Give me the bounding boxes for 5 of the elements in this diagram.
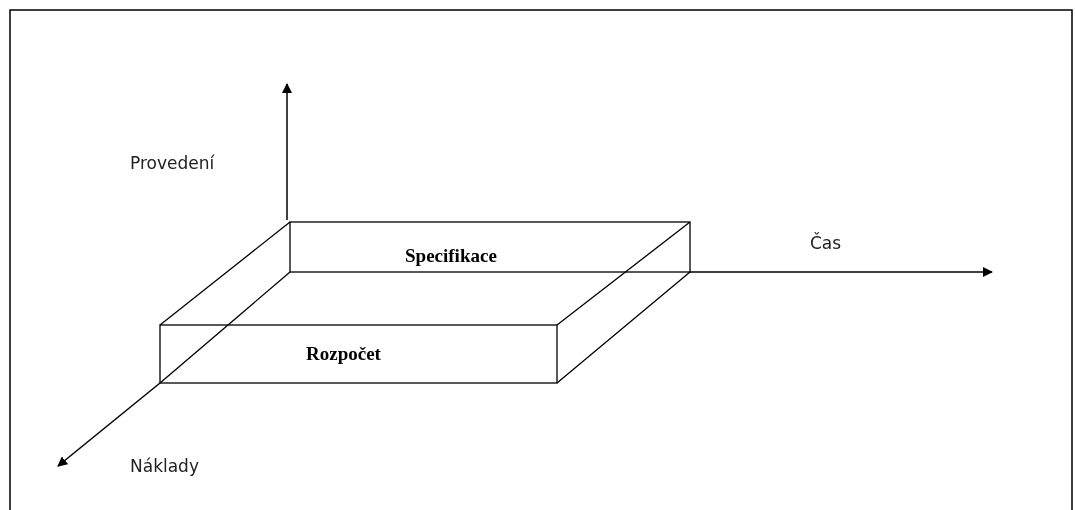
axis-label: Provedení (130, 154, 215, 174)
axis-label: Čas (810, 234, 842, 254)
face-label: Rozpočet (306, 343, 381, 365)
axis-label: Náklady (130, 457, 199, 477)
face-label: Specifikace (405, 245, 497, 267)
